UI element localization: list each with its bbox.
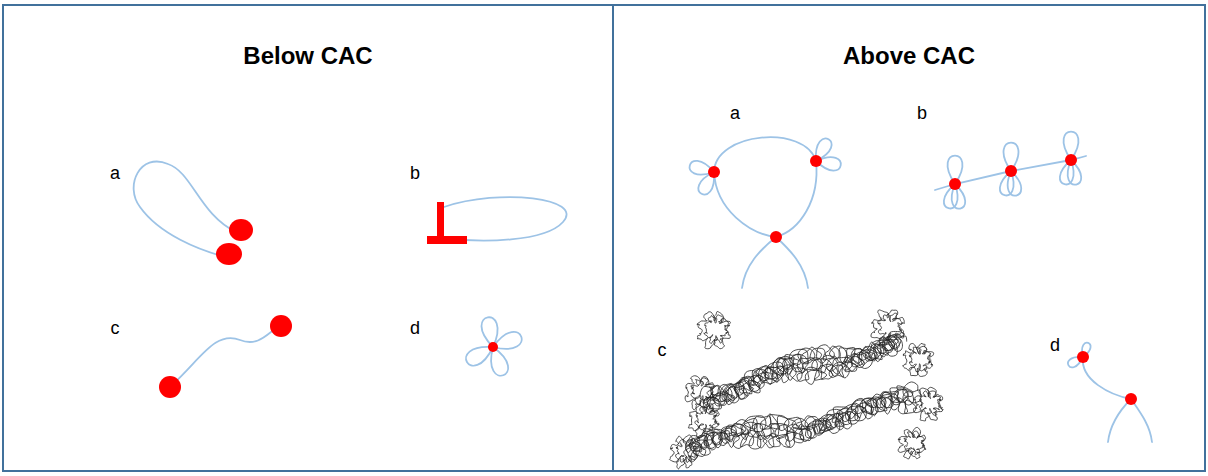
corona-rosette [919, 391, 940, 415]
panel-heading: Below CAC [4, 42, 612, 70]
sticker-dot [770, 231, 782, 243]
panel-letter: c [658, 341, 667, 359]
corona-rosette [704, 315, 729, 344]
worm-micelle [685, 397, 921, 453]
panel-letter: c [111, 319, 120, 337]
sticker-dot [810, 155, 822, 167]
corona-rosette [676, 439, 697, 462]
t-shaped-end-group [437, 202, 444, 238]
panel-letter: d [410, 319, 420, 337]
corona-rosette [913, 387, 942, 421]
corona-rosette [878, 313, 903, 341]
sticker-dot [708, 166, 720, 178]
polymer-chain [172, 326, 280, 385]
sticker-dot [949, 178, 961, 190]
polymer-tail [776, 237, 808, 288]
polymer-bridge [776, 161, 817, 237]
sticker-dot [1005, 165, 1017, 177]
sticker-dot [1125, 393, 1137, 405]
panel-letter: b [410, 164, 420, 182]
panel-box: Below CAC [2, 4, 614, 472]
sticker-dot [488, 342, 498, 352]
polymer-tail [742, 237, 776, 288]
corona-rosette [669, 435, 699, 469]
panel-heading: Above CAC [614, 42, 1204, 70]
t-shaped-end-group [427, 236, 467, 244]
corona-rosette [697, 312, 731, 349]
corona-rosette [688, 404, 719, 438]
sticker-dot [229, 219, 253, 241]
sticker-dot [216, 243, 242, 265]
polymer-tail [1131, 399, 1152, 442]
corona-rosette [909, 346, 930, 372]
sticker-dot [270, 315, 292, 337]
polymer-loop [134, 162, 236, 256]
polymer-bridge [1083, 357, 1131, 399]
sticker-dot [159, 376, 181, 398]
worm-micelle [704, 334, 903, 414]
polymer-backbone [935, 156, 1086, 190]
corona-rosette [871, 310, 904, 348]
polymer-bridge [714, 137, 816, 172]
panel-letter: a [730, 104, 740, 122]
corona-rosette [691, 378, 714, 405]
corona-rosette [903, 343, 934, 376]
worm-micelle [686, 389, 921, 458]
corona-rosette [898, 427, 926, 459]
panel-letter: a [110, 164, 120, 182]
corona-rosette [695, 406, 718, 432]
sticker-dot [1077, 351, 1089, 363]
polymer-tail [1108, 399, 1131, 442]
polymer-loop [444, 197, 567, 240]
panel-letter: d [1050, 336, 1060, 354]
polymer-bridge [714, 172, 776, 237]
panel-box: Above CAC [614, 4, 1206, 472]
corona-rosette [904, 431, 925, 455]
panel-letter: b [917, 104, 927, 122]
sticker-dot [1065, 154, 1077, 166]
